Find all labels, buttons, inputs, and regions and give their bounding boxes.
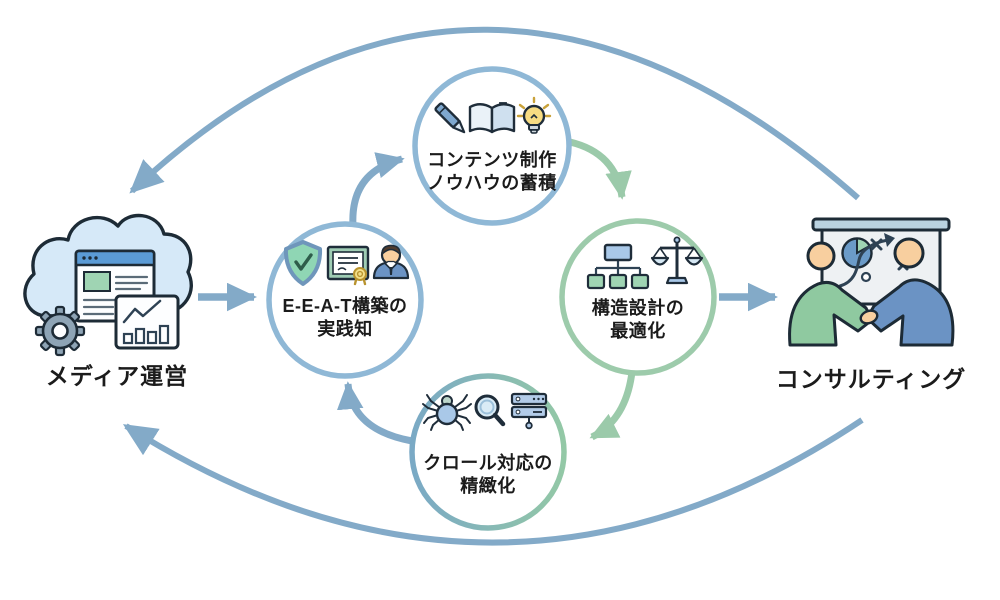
lightbulb-icon (516, 96, 552, 134)
handshake-people-icon (788, 237, 955, 347)
outer-arc-bottom-consulting-to-media (122, 417, 864, 546)
media-hub-label: メディア運営 (45, 363, 189, 389)
certificate-icon (326, 245, 370, 286)
arrow-structure-to-crawl (589, 371, 636, 441)
node-label-content-line1: コンテンツ制作 (427, 150, 557, 170)
businessman-icon (372, 244, 410, 280)
magnifier-icon (474, 394, 506, 427)
arrow-eeat-to-content (349, 152, 405, 227)
pen-icon (434, 102, 466, 134)
node-label-crawl-line1: クロール対応の (423, 453, 553, 473)
node-label-eeat: E-E-A-T構築の 実践知 (245, 295, 445, 341)
spider-icon (422, 394, 472, 431)
node-label-eeat-line1: E-E-A-T構築の (282, 296, 408, 316)
gear-icon (34, 305, 86, 357)
node-label-structure: 構造設計の 最適化 (538, 297, 738, 343)
balance-scale-icon (650, 236, 704, 285)
outer-arc-top-consulting-to-media (129, 26, 860, 201)
node-label-eeat-line2: 実践知 (317, 319, 373, 340)
node-label-crawl: クロール対応の 精緻化 (388, 452, 588, 498)
consulting-hub-label: コンサルティング (775, 366, 967, 392)
shield-check-icon (283, 240, 323, 286)
media-hub-icon (23, 213, 193, 357)
consulting-hub-icon (788, 217, 955, 347)
node-label-crawl-line2: 精緻化 (460, 476, 516, 497)
arrow-crawl-to-eeat (336, 381, 413, 445)
node-label-structure-line1: 構造設計の (591, 298, 685, 318)
node-label-content: コンテンツ制作 ノウハウの蓄積 (392, 149, 592, 195)
strategy-scribble-icon (838, 233, 909, 288)
node-label-structure-line2: 最適化 (610, 321, 666, 342)
server-icon (510, 392, 548, 430)
node-label-content-line2: ノウハウの蓄積 (427, 173, 557, 194)
node-circle-content (412, 66, 572, 226)
open-book-icon (468, 102, 516, 134)
arrow-content-to-structure (569, 138, 632, 200)
analytics-chart-icon (114, 294, 180, 350)
sitemap-icon (586, 243, 650, 290)
